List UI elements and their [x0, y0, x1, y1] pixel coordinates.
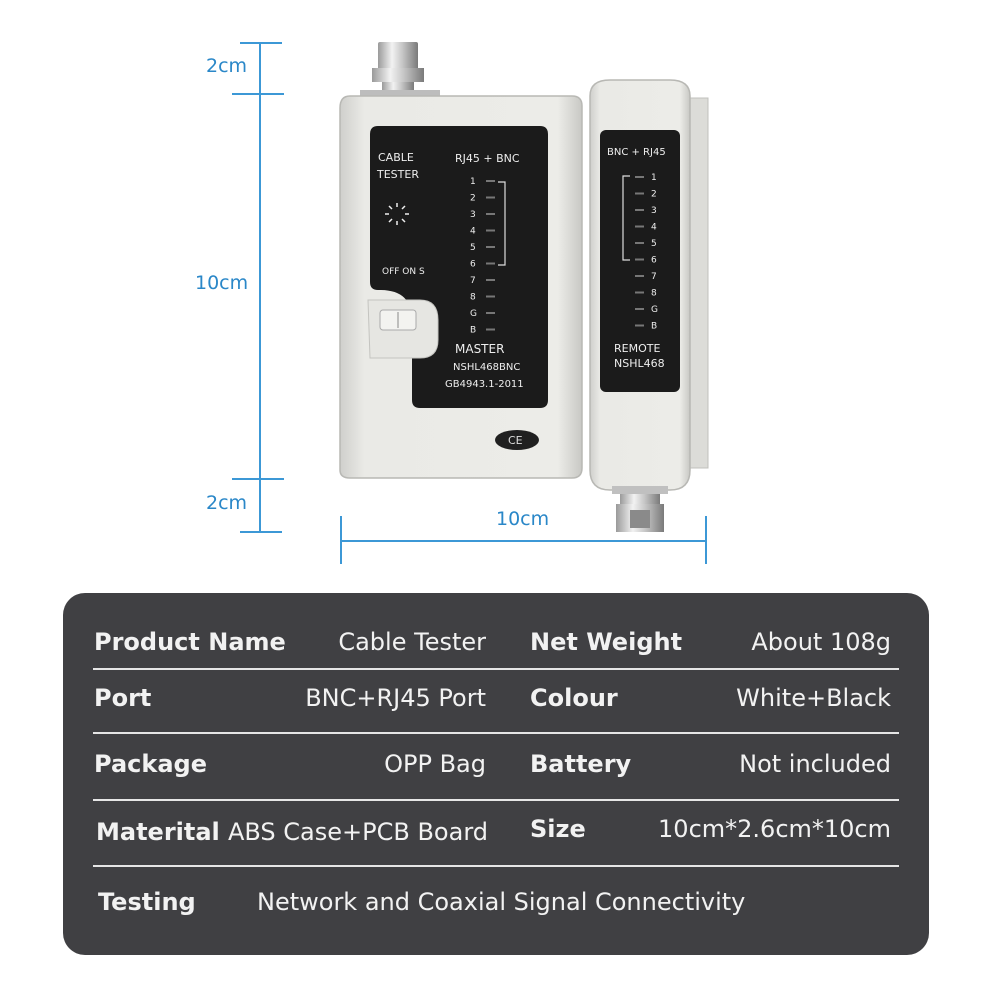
port-label: Port — [94, 684, 152, 712]
led-number-label: 2 — [651, 190, 657, 200]
testing-value: Network and Coaxial Signal Connectivity — [257, 888, 746, 916]
led-number-label: 5 — [651, 239, 657, 249]
battery-label: Battery — [530, 750, 632, 778]
led-number-label: B — [470, 326, 476, 336]
svg-text:GB4943.1-2011: GB4943.1-2011 — [445, 379, 524, 390]
row-divider — [93, 732, 899, 734]
dimension-tick — [232, 93, 284, 95]
ce-mark-icon: CE — [508, 434, 523, 447]
svg-text:MASTER: MASTER — [455, 342, 504, 356]
package-value: OPP Bag — [384, 750, 486, 778]
power-indicator-icon — [385, 203, 409, 225]
bottom-height-label: 2cm — [206, 492, 248, 514]
svg-text:NSHL468BNC: NSHL468BNC — [453, 362, 520, 373]
size-value: 10cm*2.6cm*10cm — [658, 815, 891, 843]
battery-value: Not included — [739, 750, 891, 778]
led-number-label: 4 — [470, 227, 476, 237]
led-number-label: 1 — [651, 173, 657, 183]
vertical-dimension-line — [259, 42, 261, 532]
led-number-label: G — [651, 305, 658, 315]
material-value: ABS Case+PCB Board — [227, 818, 488, 846]
led-number-label: 4 — [651, 223, 657, 233]
size-label: Size — [530, 815, 586, 843]
remote-bnc-connector — [612, 486, 668, 532]
svg-text:BNC + RJ45: BNC + RJ45 — [607, 147, 666, 158]
dimension-tick — [340, 516, 342, 564]
specifications-panel: Product Name Cable Tester Net Weight Abo… — [63, 593, 929, 955]
dimension-tick — [240, 42, 282, 44]
led-number-label: 7 — [470, 276, 476, 286]
horizontal-dimension-line — [340, 540, 706, 542]
net-weight-value: About 108g — [751, 628, 891, 656]
led-number-label: 6 — [470, 260, 476, 270]
svg-text:RJ45 + BNC: RJ45 + BNC — [455, 152, 520, 165]
svg-text:REMOTE: REMOTE — [614, 342, 660, 355]
row-divider — [93, 865, 899, 867]
testing-label: Testing — [98, 888, 196, 916]
product-name-value: Cable Tester — [338, 628, 486, 656]
master-bnc-connector — [360, 42, 440, 96]
top-height-label: 2cm — [206, 55, 248, 77]
led-number-label: 8 — [470, 293, 476, 303]
row-divider — [93, 799, 899, 801]
svg-text:TESTER: TESTER — [376, 168, 419, 181]
led-number-label: 6 — [651, 256, 657, 266]
colour-value: White+Black — [736, 684, 891, 712]
net-weight-label: Net Weight — [530, 628, 683, 656]
width-label: 10cm — [496, 508, 550, 530]
colour-label: Colour — [530, 684, 618, 712]
row-divider — [93, 668, 899, 670]
led-number-label: 3 — [651, 206, 657, 216]
product-name-label: Product Name — [94, 628, 286, 656]
package-label: Package — [94, 750, 207, 778]
cable-tester-text: CABLE — [378, 151, 414, 164]
material-label: Materital — [96, 818, 220, 846]
led-number-label: G — [470, 309, 477, 319]
dimension-tick — [232, 478, 284, 480]
dimension-tick — [705, 516, 707, 564]
led-number-label: B — [651, 322, 657, 332]
led-number-label: 1 — [470, 177, 476, 187]
led-number-label: 7 — [651, 272, 657, 282]
body-height-label: 10cm — [195, 272, 249, 294]
port-value: BNC+RJ45 Port — [305, 684, 486, 712]
cable-tester-image: CABLE TESTER OFF ON S RJ45 + BNC 1 2 3 4 5 6 7… — [339, 42, 709, 532]
led-number-label: 5 — [470, 243, 476, 253]
dimension-tick — [240, 531, 282, 533]
led-number-label: 8 — [651, 289, 657, 299]
svg-text:OFF ON S: OFF ON S — [382, 267, 425, 277]
led-number-label: 2 — [470, 194, 476, 204]
led-number-label: 3 — [470, 210, 476, 220]
svg-text:NSHL468: NSHL468 — [614, 357, 665, 370]
